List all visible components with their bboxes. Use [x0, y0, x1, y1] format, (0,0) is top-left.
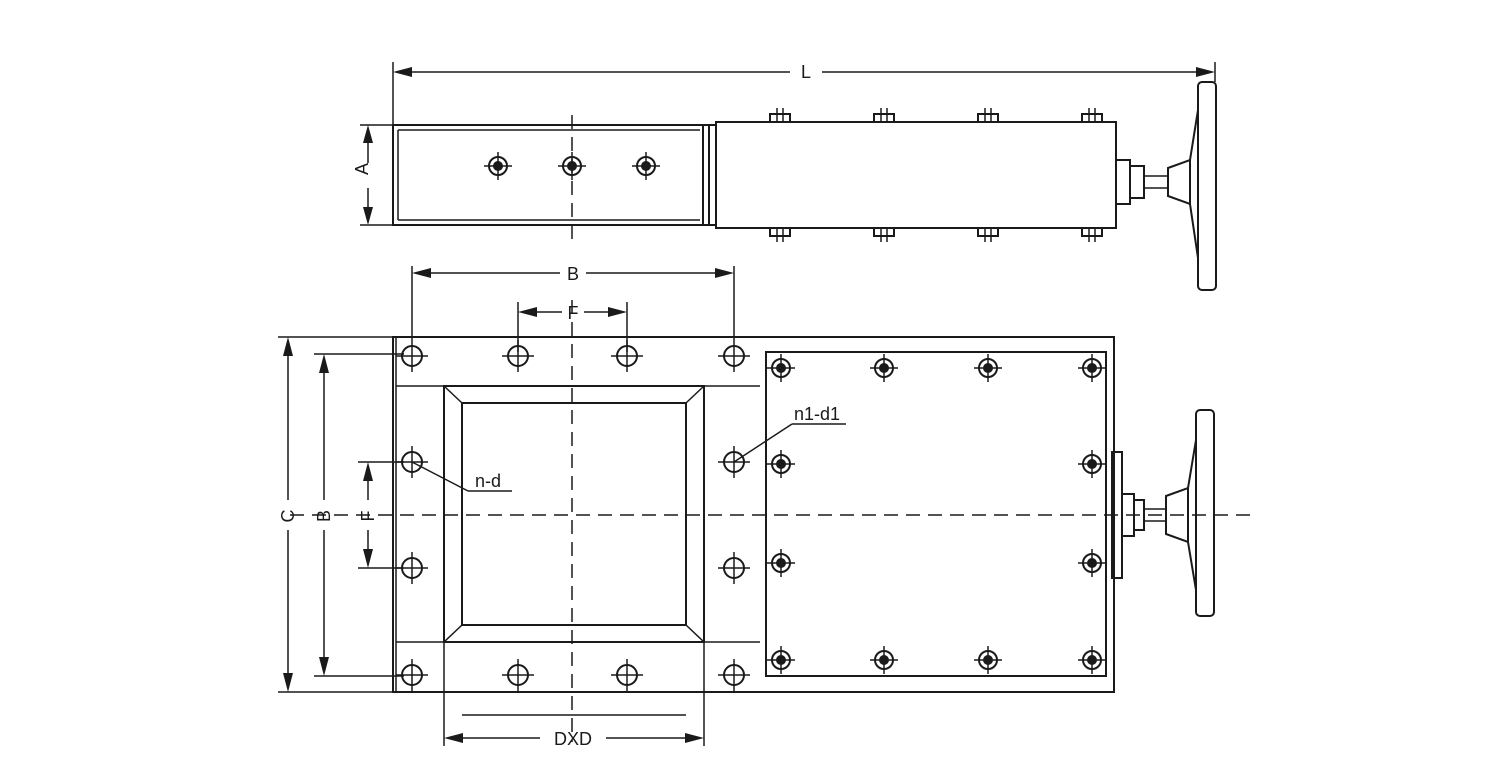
dimension-C: C: [278, 336, 395, 693]
label-L: L: [801, 62, 811, 82]
top-bolt-1: [483, 151, 513, 181]
callout-n-d: n-d: [411, 461, 512, 492]
front-handwheel: [1111, 409, 1215, 617]
label-C: C: [278, 510, 298, 523]
dimension-DXD: DXD: [443, 642, 705, 749]
dimension-B-side: B: [314, 353, 404, 677]
dimension-F-side: F: [358, 461, 404, 569]
top-view: L A: [352, 62, 1217, 291]
label-n-d: n-d: [475, 471, 501, 491]
callout-n1-d1: n1-d1: [733, 404, 846, 463]
dimension-A: A: [352, 124, 395, 226]
label-DXD: DXD: [554, 729, 592, 749]
label-n1-d1: n1-d1: [794, 404, 840, 424]
top-bolt-2: [557, 151, 587, 181]
bore-frame: [443, 385, 705, 643]
top-bolt-3: [631, 151, 661, 181]
label-B-side: B: [314, 510, 334, 522]
label-F-side: F: [358, 511, 378, 522]
top-handwheel: [1115, 81, 1217, 291]
label-B-top: B: [567, 264, 579, 284]
top-flange-body: [392, 115, 717, 240]
dimension-B-top: B: [411, 264, 735, 340]
front-view: B F: [278, 264, 1250, 749]
dimension-L: L: [392, 62, 1216, 128]
gate-cover-plate: [765, 351, 1107, 677]
label-F-top: F: [568, 303, 579, 323]
label-A: A: [352, 163, 372, 175]
top-gate-housing: [715, 107, 1117, 243]
